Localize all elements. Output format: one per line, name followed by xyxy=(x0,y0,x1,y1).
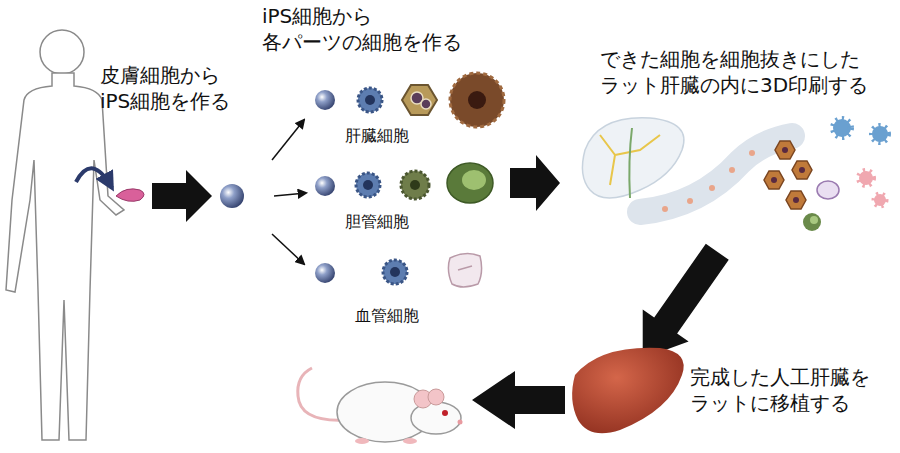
human-figure xyxy=(6,73,124,440)
rat-figure xyxy=(442,410,448,416)
rat-figure xyxy=(428,389,444,405)
bile-duct-cell-row xyxy=(315,176,335,196)
bioprint-illustration xyxy=(859,171,873,185)
bioprint-illustration xyxy=(817,181,839,199)
human-figure xyxy=(116,189,144,201)
liver-cell-row xyxy=(365,95,375,105)
liver-cell-row xyxy=(402,85,437,115)
branch-arrows xyxy=(272,120,304,160)
step-arrow xyxy=(472,371,565,429)
cell-type-label: 胆管細胞 xyxy=(345,212,409,233)
bioprint-illustration xyxy=(803,213,821,231)
bile-duct-cell-row xyxy=(410,180,420,190)
bioprint-illustration xyxy=(771,177,777,183)
liver-cell-row xyxy=(358,88,382,112)
bioprint-illustration xyxy=(662,206,668,212)
bioprint-illustration xyxy=(582,118,888,231)
ips-cell xyxy=(220,184,244,208)
vessel-cell-row xyxy=(448,253,481,287)
vessel-cell-row xyxy=(458,266,472,270)
branch-arrows xyxy=(272,234,304,264)
bioprint-illustration xyxy=(687,198,693,204)
bioprint-illustration xyxy=(833,119,851,137)
step-arrow xyxy=(510,155,560,211)
bioprint-illustration xyxy=(749,150,755,156)
bioprint-illustration xyxy=(629,128,632,198)
cell-type-label: 血管細胞 xyxy=(355,306,419,327)
rat-figure xyxy=(403,438,417,444)
bioprint-illustration xyxy=(764,171,784,189)
bioprint-illustration xyxy=(640,136,792,212)
vessel-cell-row xyxy=(383,260,407,284)
bile-duct-cell-row xyxy=(315,163,493,203)
bile-duct-cell-row xyxy=(447,163,493,203)
bioprint-illustration xyxy=(582,118,684,198)
bioprint-illustration xyxy=(872,126,888,142)
bioprint-illustration xyxy=(786,191,806,209)
bioprint-illustration xyxy=(782,147,788,153)
step-arrow xyxy=(152,170,212,222)
cell-type-label: 肝臓細胞 xyxy=(345,126,409,147)
bioprint-illustration xyxy=(793,197,799,203)
liver-cell-row xyxy=(315,73,504,127)
bioprint-illustration xyxy=(775,141,795,159)
step-caption: 完成した人工肝臓を ラットに移植する xyxy=(690,364,870,416)
step-caption: iPS細胞から 各パーツの細胞を作る xyxy=(262,3,462,55)
bioprint-illustration xyxy=(792,161,812,179)
human-figure xyxy=(40,30,84,74)
branch-arrows xyxy=(274,193,306,196)
bile-duct-cell-row xyxy=(356,173,380,197)
artificial-liver xyxy=(572,348,684,434)
vessel-cell-row xyxy=(315,263,335,283)
liver-cell-row xyxy=(315,90,335,110)
step-caption: 皮膚細胞から iPS細胞を作る xyxy=(100,62,230,114)
bioprint-illustration xyxy=(799,167,805,173)
bile-duct-cell-row xyxy=(462,170,486,190)
liver-cell-row xyxy=(421,99,431,109)
vessel-cell-row xyxy=(390,267,400,277)
rat-figure xyxy=(298,368,463,444)
vessel-cell-row xyxy=(315,253,482,287)
bioprint-illustration xyxy=(729,167,735,173)
bioprint-illustration xyxy=(709,185,715,191)
liver-cell-row xyxy=(450,73,504,127)
rat-figure xyxy=(458,420,463,425)
liver-cell-row xyxy=(468,91,486,109)
bile-duct-cell-row xyxy=(363,180,373,190)
human-figure xyxy=(76,168,112,188)
bioprint-illustration xyxy=(874,194,886,206)
branch-arrows xyxy=(272,120,306,264)
bile-duct-cell-row xyxy=(401,171,429,199)
rat-figure xyxy=(355,438,369,444)
bioprint-illustration xyxy=(810,216,818,224)
step-caption: できた細胞を細胞抜きにした ラット肝臓の内に3D印刷する xyxy=(600,46,868,98)
